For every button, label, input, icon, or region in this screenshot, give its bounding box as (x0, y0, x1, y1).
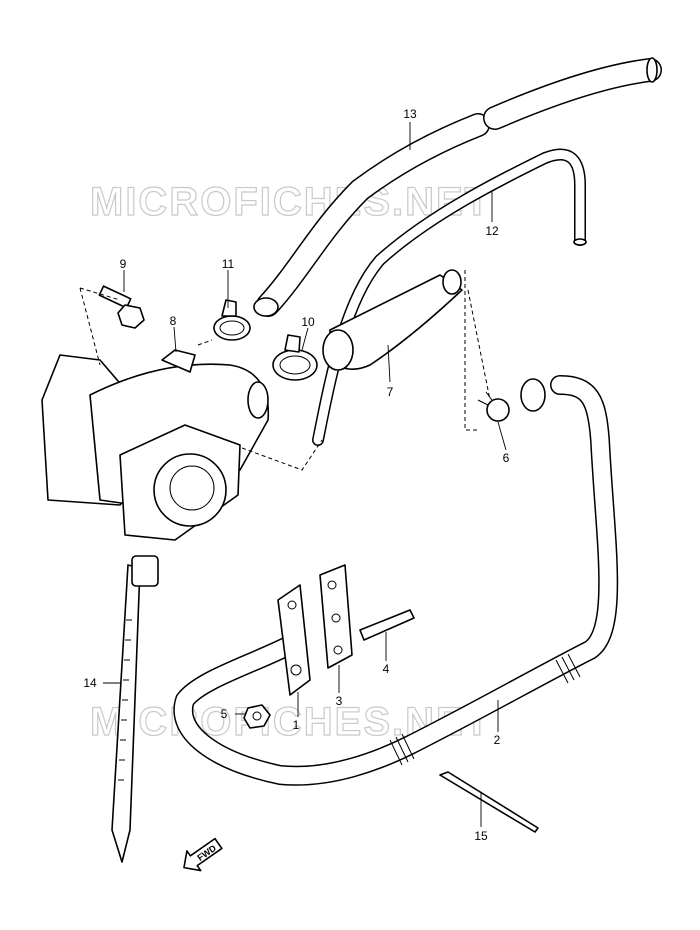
callout-7: 7 (387, 385, 394, 399)
forward-arrow-icon: FWD (183, 837, 223, 872)
callout-14: 14 (83, 676, 97, 690)
part-5-nut[interactable] (243, 704, 271, 729)
callout-leaders (103, 122, 507, 827)
callout-5: 5 (221, 707, 228, 721)
callout-2: 2 (494, 733, 501, 747)
callout-10: 10 (301, 315, 315, 329)
callout-8: 8 (170, 314, 177, 328)
callout-3: 3 (336, 694, 343, 708)
part-14-cable-tie[interactable] (111, 555, 159, 863)
part-3-plate[interactable] (319, 564, 353, 669)
callout-4: 4 (383, 662, 390, 676)
assembly-guide-lines (79, 270, 491, 471)
part-6-clip[interactable] (477, 391, 510, 422)
part-7-hose[interactable] (322, 269, 463, 371)
callout-12: 12 (485, 224, 499, 238)
part-8-valve-body[interactable] (41, 349, 270, 541)
callout-11: 11 (222, 257, 235, 271)
part-13-hose[interactable] (253, 57, 662, 317)
part-11-clamp[interactable] (213, 299, 251, 341)
part-2-pipe[interactable] (173, 375, 619, 786)
callout-9: 9 (120, 257, 127, 271)
part-4-stud[interactable] (359, 609, 415, 641)
callout-1: 1 (293, 718, 300, 732)
callout-15: 15 (474, 829, 488, 843)
part-10-clamp[interactable] (272, 334, 318, 381)
callout-6: 6 (503, 451, 510, 465)
part-1-bracket[interactable] (277, 584, 311, 696)
callout-13: 13 (403, 107, 417, 121)
part-15-cable-tie[interactable] (439, 771, 539, 833)
watermark-top: MICROFICHES.NET (90, 180, 491, 224)
part-9-bolt[interactable] (98, 285, 145, 329)
